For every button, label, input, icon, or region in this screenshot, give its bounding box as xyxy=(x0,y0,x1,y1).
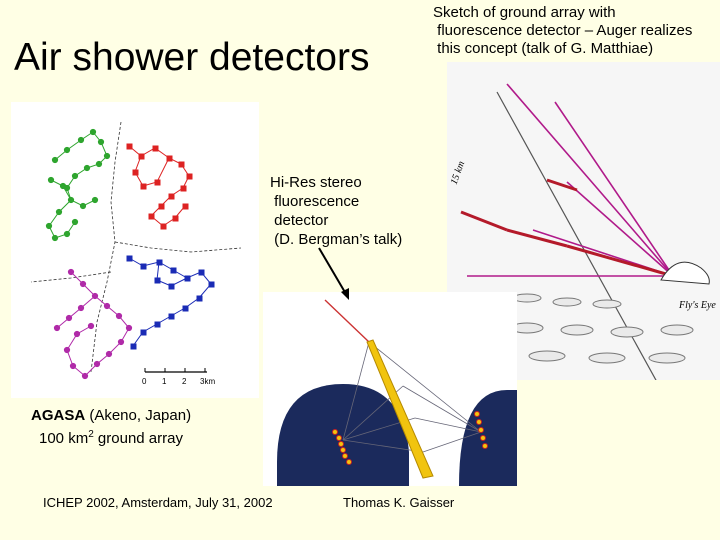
fluorescence-rays xyxy=(467,83,674,277)
scale-tick-2: 2 xyxy=(182,377,187,386)
footer-conference: ICHEP 2002, Amsterdam, July 31, 2002 xyxy=(43,495,273,510)
red-branch xyxy=(126,143,193,230)
sketch-caption: Sketch of ground array with fluorescence… xyxy=(433,4,693,57)
magenta-branch xyxy=(53,268,133,380)
footer-author: Thomas K. Gaisser xyxy=(343,495,455,510)
agasa-location: (Akeno, Japan) xyxy=(85,407,192,424)
shower-cascade xyxy=(366,339,434,479)
left-detector-dome xyxy=(277,384,409,486)
shower-track xyxy=(460,178,674,278)
agasa-line-2: 100 km2 ground array xyxy=(31,425,191,448)
hires-stereo-image xyxy=(263,292,517,486)
green-branch xyxy=(45,128,111,242)
slide-title: Air shower detectors xyxy=(14,36,370,79)
scale-bar: 0 1 2 3km xyxy=(142,368,215,386)
agasa-size-prefix: 100 km xyxy=(39,430,89,447)
scale-tick-1: 1 xyxy=(162,377,167,386)
agasa-size-exp: 2 xyxy=(88,429,94,440)
left-camera-pixels xyxy=(332,429,352,465)
hires-caption: Hi-Res stereo fluorescence detector (D. … xyxy=(270,174,403,248)
right-camera-pixels xyxy=(474,411,488,449)
pointer-arrow xyxy=(318,247,349,300)
right-detector-dome xyxy=(459,390,517,486)
agasa-map-svg: 0 1 2 3km xyxy=(30,121,242,386)
agasa-line-1: AGASA (Akeno, Japan) xyxy=(31,406,191,425)
flys-eye-label: Fly's Eye xyxy=(678,300,716,311)
hires-svg xyxy=(277,299,517,486)
auger-sketch-svg: Fly's Eye 15 km xyxy=(449,83,716,380)
km-label: 15 km xyxy=(449,160,468,186)
primary-particle-track xyxy=(324,299,370,343)
agasa-map-image: 0 1 2 3km xyxy=(11,102,259,398)
boundary-lines xyxy=(30,121,242,373)
light-rays xyxy=(342,341,482,453)
flys-eye-dome xyxy=(660,261,710,285)
agasa-caption: AGASA (Akeno, Japan) 100 km2 ground arra… xyxy=(31,406,191,448)
blue-branch xyxy=(126,255,215,350)
agasa-name: AGASA xyxy=(31,407,86,424)
scale-tick-3: 3km xyxy=(200,377,215,386)
agasa-size-suffix: ground array xyxy=(93,430,183,447)
scale-tick-0: 0 xyxy=(142,377,147,386)
